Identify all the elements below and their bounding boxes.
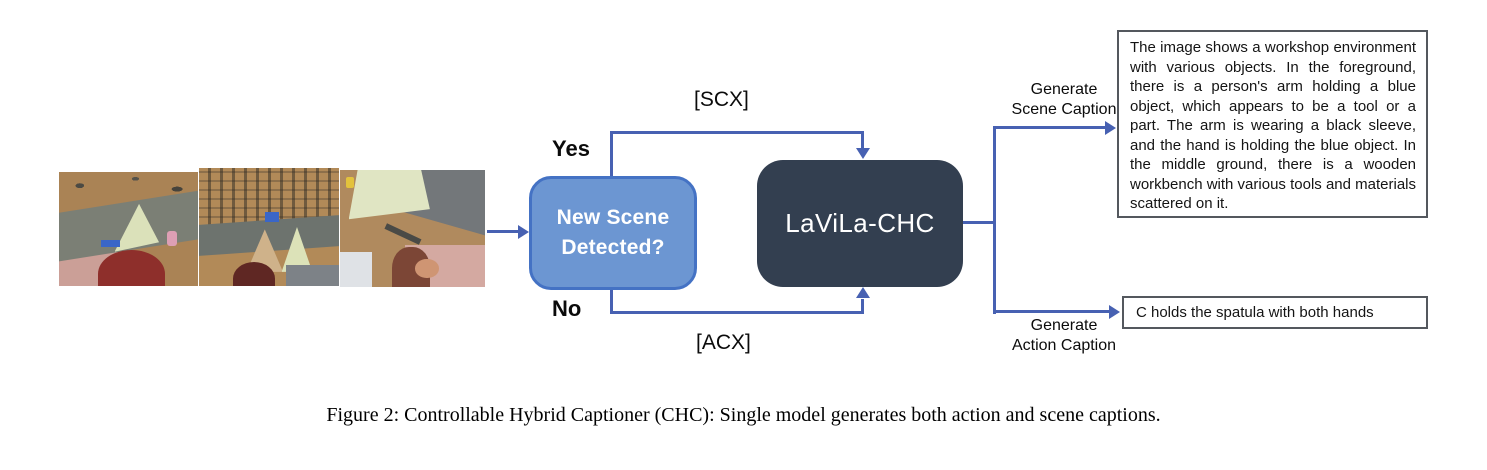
acx-line-up — [861, 299, 864, 314]
floor-shape-2 — [340, 251, 372, 287]
person-shape — [97, 249, 165, 286]
hand-shape — [415, 258, 439, 278]
figure-caption: Figure 2: Controllable Hybrid Captioner … — [326, 404, 1161, 426]
scene-arrowhead-icon — [1105, 120, 1116, 135]
bottle-shape — [167, 231, 178, 247]
yellow-item-shape — [345, 177, 355, 188]
scx-line-across — [610, 131, 864, 134]
blue-tool-shape — [100, 240, 121, 248]
generate-scene-caption-label: Generate Scene Caption — [1011, 81, 1117, 118]
action-caption-box: C holds the spatula with both hands — [1122, 296, 1428, 329]
scx-line-up — [610, 131, 613, 176]
scx-line-down — [861, 131, 864, 150]
scene-caption-box: The image shows a workshop environment w… — [1117, 30, 1428, 218]
lavila-chc-box: LaViLa-CHC — [757, 160, 963, 287]
blue-tool-shape — [264, 211, 279, 223]
scx-arrowhead-icon — [855, 148, 870, 159]
acx-line-down — [610, 290, 613, 314]
acx-token-label: [ACX] — [696, 331, 751, 354]
output-branch-line — [993, 126, 996, 314]
output-stem-line — [963, 221, 996, 224]
spatula-shape — [384, 223, 421, 245]
scene-arrow-line — [993, 126, 1106, 129]
new-scene-detected-box: New Scene Detected? — [529, 176, 697, 290]
workshop-video-frame-3 — [340, 170, 485, 287]
input-arrow-line — [487, 230, 520, 233]
input-arrowhead-icon — [518, 224, 529, 239]
acx-line-across — [610, 311, 864, 314]
floor-shape — [285, 264, 339, 286]
no-branch-label: No — [552, 296, 582, 321]
workshop-video-frame-1 — [59, 172, 198, 286]
action-arrow-line — [993, 310, 1110, 313]
action-arrowhead-icon — [1109, 304, 1120, 319]
workshop-video-frame-2 — [199, 168, 339, 286]
person-shape — [232, 262, 275, 286]
acx-arrowhead-icon — [855, 287, 870, 298]
yes-branch-label: Yes — [552, 136, 590, 161]
scx-token-label: [SCX] — [694, 88, 749, 111]
generate-action-caption-label: Generate Action Caption — [1011, 317, 1117, 354]
